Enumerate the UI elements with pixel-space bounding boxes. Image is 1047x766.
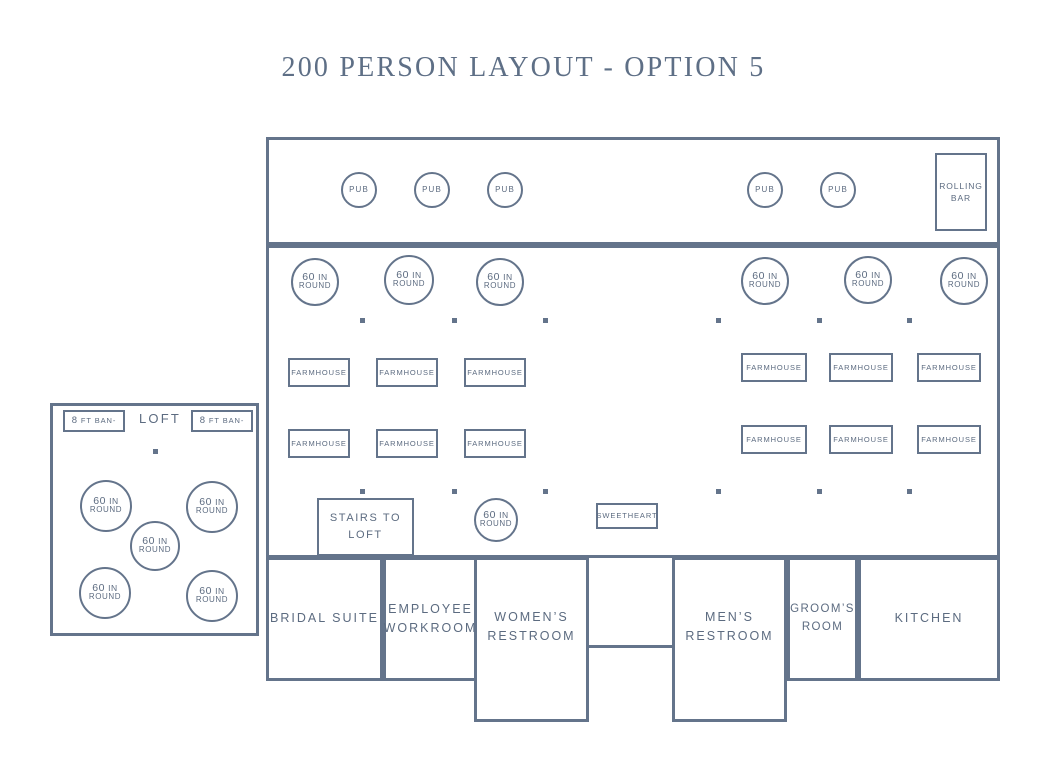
- farmhouse-table: FARMHOUSE: [464, 429, 526, 458]
- main-round-table-3: 60 IN ROUND: [476, 258, 524, 306]
- rolling-bar-label: ROLLING BAR: [939, 180, 983, 203]
- loft-banquet-left-rest: FT BAN-: [80, 416, 117, 426]
- loft-round-3-line1: 60 IN: [142, 535, 168, 548]
- loft-banquet-table-right: 8 FT BAN-: [191, 410, 253, 432]
- bar-area-room: [266, 137, 1000, 245]
- restroom-corridor-wall: [589, 645, 675, 648]
- loft-banquet-right-rest: FT BAN-: [208, 416, 245, 426]
- pub-table-2-label: PUB: [422, 184, 442, 194]
- kitchen-room: [858, 557, 1000, 681]
- floor-marker: [907, 318, 912, 323]
- farmhouse-table: FARMHOUSE: [741, 425, 807, 454]
- floor-marker: [543, 489, 548, 494]
- loft-round-3-line2: ROUND: [138, 545, 172, 555]
- loft-banquet-left-number: 8: [71, 415, 78, 427]
- pub-table-1-label: PUB: [349, 184, 369, 194]
- loft-banquet-left-label: 8 FT BAN-: [71, 415, 117, 427]
- loft-round-4-line2: ROUND: [88, 592, 122, 602]
- main-round-table-2: 60 IN ROUND: [384, 255, 434, 305]
- loft-round-table-3: 60 IN ROUND: [130, 521, 180, 571]
- farmhouse-table: FARMHOUSE: [376, 358, 438, 387]
- loft-round-table-1: 60 IN ROUND: [80, 480, 132, 532]
- farmhouse-table: FARMHOUSE: [829, 425, 893, 454]
- loft-round-5-line1: 60 IN: [199, 585, 225, 598]
- sweetheart-table: SWEETHEART: [596, 503, 658, 529]
- employee-workroom-room: [383, 557, 478, 681]
- loft-round-table-2: 60 IN ROUND: [186, 481, 238, 533]
- floor-round-table: 60 IN ROUND: [474, 498, 518, 542]
- farmhouse-table: FARMHOUSE: [464, 358, 526, 387]
- rolling-bar: ROLLING BAR: [935, 153, 987, 231]
- farmhouse-table: FARMHOUSE: [917, 353, 981, 382]
- pub-table-5: PUB: [820, 172, 856, 208]
- loft-round-table-5: 60 IN ROUND: [186, 570, 238, 622]
- main-round-table-4: 60 IN ROUND: [741, 257, 789, 305]
- loft-title: LOFT: [139, 411, 182, 426]
- womens-restroom-room: [474, 557, 589, 722]
- page-title: 200 PERSON LAYOUT - OPTION 5: [281, 52, 766, 83]
- loft-marker: [153, 449, 158, 454]
- floor-marker: [817, 489, 822, 494]
- main-round-table-1: 60 IN ROUND: [291, 258, 339, 306]
- pub-table-4-label: PUB: [755, 184, 775, 194]
- main-round-table-5: 60 IN ROUND: [844, 256, 892, 304]
- farmhouse-table: FARMHOUSE: [829, 353, 893, 382]
- farmhouse-table: FARMHOUSE: [741, 353, 807, 382]
- bridal-suite-room: [266, 557, 383, 681]
- loft-round-1-line1: 60 IN: [93, 495, 119, 508]
- pub-table-3-label: PUB: [495, 184, 515, 194]
- stairs-to-loft-room: [317, 498, 414, 556]
- main-round-table-6: 60 IN ROUND: [940, 257, 988, 305]
- loft-banquet-table-left: 8 FT BAN-: [63, 410, 125, 432]
- pub-table-4: PUB: [747, 172, 783, 208]
- floor-marker: [907, 489, 912, 494]
- pub-table-1: PUB: [341, 172, 377, 208]
- farmhouse-table: FARMHOUSE: [376, 429, 438, 458]
- loft-banquet-right-number: 8: [199, 415, 206, 427]
- farmhouse-table: FARMHOUSE: [917, 425, 981, 454]
- loft-banquet-right-label: 8 FT BAN-: [199, 415, 245, 427]
- farmhouse-table: FARMHOUSE: [288, 358, 350, 387]
- loft-round-5-line2: ROUND: [195, 595, 229, 605]
- floor-marker: [543, 318, 548, 323]
- pub-table-5-label: PUB: [828, 184, 848, 194]
- floor-marker: [716, 318, 721, 323]
- loft-round-1-line2: ROUND: [89, 505, 123, 515]
- loft-round-table-4: 60 IN ROUND: [79, 567, 131, 619]
- floor-marker: [360, 489, 365, 494]
- floor-marker: [452, 318, 457, 323]
- pub-table-3: PUB: [487, 172, 523, 208]
- farmhouse-table: FARMHOUSE: [288, 429, 350, 458]
- floor-marker: [452, 489, 457, 494]
- loft-round-4-line1: 60 IN: [92, 582, 118, 595]
- floor-marker: [360, 318, 365, 323]
- grooms-room-room: [787, 557, 858, 681]
- floor-marker: [817, 318, 822, 323]
- pub-table-2: PUB: [414, 172, 450, 208]
- loft-round-2-line2: ROUND: [195, 506, 229, 516]
- loft-round-2-line1: 60 IN: [199, 496, 225, 509]
- mens-restroom-room: [672, 557, 787, 722]
- floor-marker: [716, 489, 721, 494]
